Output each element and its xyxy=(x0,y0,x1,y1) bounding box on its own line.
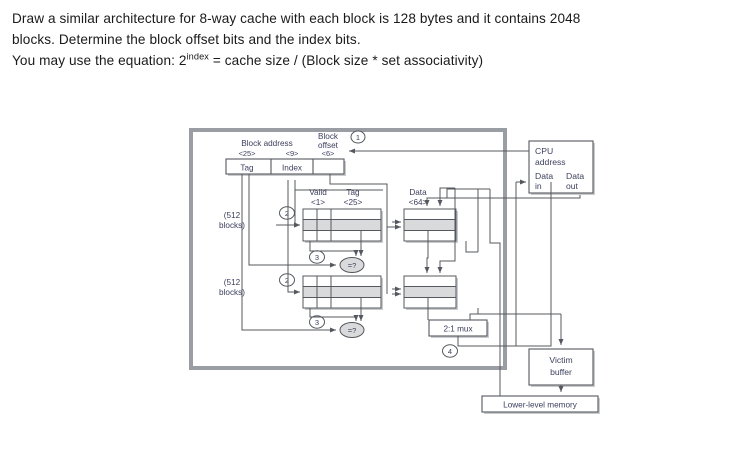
wire-index-to-set-0 xyxy=(294,180,300,228)
equation-prefix: You may use the equation: 2 xyxy=(12,53,187,68)
set-1-size-l2: blocks) xyxy=(219,288,245,297)
data-array-set-1 xyxy=(403,275,457,309)
step-marker-4 xyxy=(442,344,458,358)
wire-offset-bus xyxy=(329,174,388,294)
data-array-set-1-selected-row xyxy=(403,286,457,298)
lower-level-memory-label: Lower-level memory xyxy=(503,401,578,410)
address-field-index: Index xyxy=(282,164,302,173)
cpu-label-line1: CPU xyxy=(535,146,553,156)
tag-array-set-0-selected-row xyxy=(302,219,382,231)
label-block-offset-1: Block xyxy=(318,132,339,141)
header-tag-l1: Tag xyxy=(346,188,360,197)
wire-memory-refill xyxy=(489,189,501,396)
cpu-address-box xyxy=(528,140,594,194)
label-block-address: Block address xyxy=(241,139,292,148)
wire-tagfield-to-comparator-1 xyxy=(241,174,336,333)
header-valid-l2: <1> xyxy=(311,198,325,207)
header-data-l1: Data xyxy=(409,188,427,197)
question-line-1: Draw a similar architecture for 8-way ca… xyxy=(12,11,581,26)
equation-exponent: index xyxy=(186,51,209,62)
question-line-2: blocks. Determine the block offset bits … xyxy=(12,32,361,47)
step-marker-1-label: 1 xyxy=(356,133,360,142)
cpu-data-out-line2: out xyxy=(566,181,579,191)
set-0-size-l1: (512 xyxy=(224,211,241,220)
victim-buffer-l2: buffer xyxy=(550,367,572,377)
comparator-set-1 xyxy=(339,322,365,338)
step-marker-3-set-1 xyxy=(309,315,325,329)
set-0-size-l2: blocks) xyxy=(219,221,245,230)
wire-validout-set-0 xyxy=(309,241,359,256)
address-width-offset: <6> xyxy=(322,149,335,158)
question-line-3: You may use the equation: 2index = cache… xyxy=(12,50,728,71)
cpu-label-line2: address xyxy=(535,157,566,167)
wire-dataout-branch-1 xyxy=(446,188,490,198)
step-marker-4-label: 4 xyxy=(448,347,452,356)
comparator-set-0 xyxy=(339,257,365,273)
step-marker-2-set-1-label: 2 xyxy=(285,276,289,285)
comparator-set-1-label: =? xyxy=(348,326,357,335)
lower-level-memory-box xyxy=(481,395,599,413)
cache-architecture-diagram: Tag Index <25> <9> <6> Block address Blo… xyxy=(0,118,741,418)
label-block-offset-2: offset xyxy=(318,141,339,150)
address-field-tag: Tag xyxy=(240,164,254,173)
mux-label: 2:1 mux xyxy=(443,325,472,334)
wire-data0-to-data1 xyxy=(426,241,429,267)
tag-array-set-1 xyxy=(302,275,382,309)
cpu-data-in-line1: Data xyxy=(535,171,553,181)
header-data-l2: <64> xyxy=(409,198,428,207)
header-tag-l2: <25> xyxy=(344,198,363,207)
address-bar-box xyxy=(225,158,345,175)
victim-buffer-box xyxy=(528,348,594,386)
cpu-data-out-line1: Data xyxy=(566,171,584,181)
wire-refill-bus xyxy=(439,187,455,200)
wire-data1-right-to-mux xyxy=(469,308,479,320)
set-1-size-l1: (512 xyxy=(224,278,241,287)
wire-index-bus-to-arrays xyxy=(294,180,383,191)
wire-tagfield-to-comparator-0 xyxy=(248,174,336,268)
step-marker-3-set-0-label: 3 xyxy=(315,253,319,262)
cpu-data-in-line2: in xyxy=(535,181,542,191)
wire-cpu-dataout-bus xyxy=(426,195,581,200)
tag-array-set-1-selected-row xyxy=(302,286,382,298)
step-marker-2-set-0-label: 2 xyxy=(285,209,289,218)
step-marker-1 xyxy=(350,130,366,144)
tag-array-set-0 xyxy=(302,208,382,242)
equation-suffix: = cache size / (Block size * set associa… xyxy=(208,53,484,68)
wire-refill-down xyxy=(439,188,456,267)
data-array-set-0-selected-row xyxy=(403,219,457,231)
header-valid-l1: Valid xyxy=(309,188,327,197)
wire-mux-to-cpu-datain xyxy=(457,182,552,347)
wire-validout-set-1 xyxy=(309,308,359,321)
address-width-tag: <25> xyxy=(239,149,256,158)
step-marker-2-set-1 xyxy=(279,273,295,287)
data-array-set-0 xyxy=(403,208,457,242)
wire-data0-right xyxy=(465,241,478,253)
address-width-index: <9> xyxy=(286,149,299,158)
step-marker-3-set-1-label: 3 xyxy=(315,318,319,327)
wire-index-to-set-1 xyxy=(287,180,300,295)
victim-buffer-l1: Victim xyxy=(549,355,572,365)
cache-frame xyxy=(189,128,507,370)
question-text-block: Draw a similar architecture for 8-way ca… xyxy=(12,8,728,71)
comparator-set-0-label: =? xyxy=(348,261,357,270)
